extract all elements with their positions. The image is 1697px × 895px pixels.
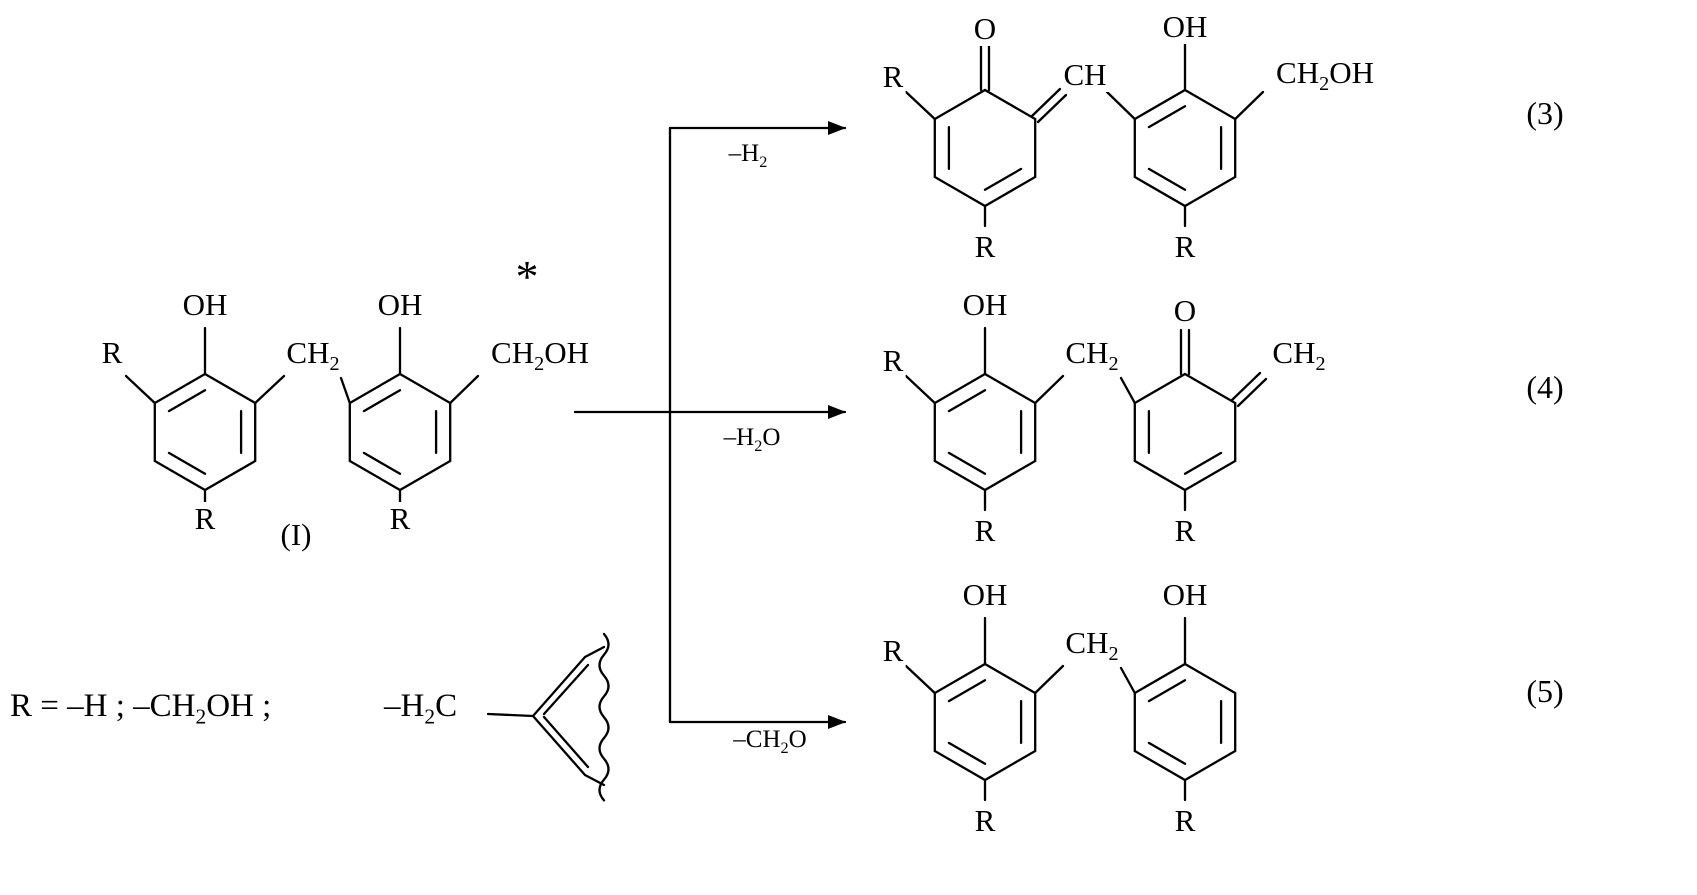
product-3-bonds (904, 42, 1265, 228)
product5-oh-right-label: OH (1160, 577, 1210, 613)
product4-r-bottom-left-label: R (972, 513, 998, 549)
product4-r-left-label: R (880, 343, 906, 379)
legend-ring-fragment (486, 632, 610, 802)
legend-h2c-text: –H2C (382, 688, 460, 729)
reactant-ch2oh-label: CH2OH (489, 335, 591, 376)
reactant-structure-bonds (124, 326, 480, 512)
equation-number-5: (5) (1526, 673, 1564, 709)
product-4-bonds (904, 326, 1268, 512)
product4-ch2-exo-label: CH2 (1270, 335, 1328, 376)
product3-r-bottom-right-label: R (1172, 229, 1198, 265)
reactant-ch2-bridge-label: CH2 (284, 335, 342, 376)
reactant-r-bottom-right-label: R (387, 501, 413, 537)
product3-ch2oh-label: CH2OH (1274, 55, 1376, 96)
product3-r-left-label: R (880, 59, 906, 95)
product5-r-left-label: R (880, 633, 906, 669)
asterisk-mark: * (515, 251, 539, 302)
condition-minus-h2: –H2 (726, 140, 770, 171)
reactant-oh-right-label: OH (375, 287, 425, 323)
condition-minus-ch2o: –CH2O (731, 726, 809, 757)
reactant-oh-left-label: OH (180, 287, 230, 323)
reactant-r-left-label: R (99, 335, 125, 371)
product3-ch-bridge-label: CH (1061, 57, 1109, 93)
equation-number-4: (4) (1526, 369, 1564, 405)
reaction-arrows (573, 121, 847, 729)
wavy-bond (598, 632, 610, 802)
product-5-bonds (904, 616, 1237, 802)
product3-r-bottom-left-label: R (972, 229, 998, 265)
product5-r-bottom-right-label: R (1172, 803, 1198, 839)
reactant-name-label: (I) (278, 517, 314, 553)
product4-o-label: O (1171, 293, 1199, 329)
product5-ch2-bridge-label: CH2 (1063, 625, 1121, 666)
product5-r-bottom-left-label: R (972, 803, 998, 839)
product5-oh-left-label: OH (960, 577, 1010, 613)
reactant-r-bottom-left-label: R (192, 501, 218, 537)
product3-o-label: O (971, 11, 999, 47)
legend-r-definition-text: R = –H ; –CH2OH ; (8, 688, 274, 729)
product4-r-bottom-right-label: R (1172, 513, 1198, 549)
equation-number-3: (3) (1526, 95, 1564, 131)
product4-oh-label: OH (960, 287, 1010, 323)
condition-minus-h2o: –H2O (721, 424, 783, 455)
product3-oh-label: OH (1160, 9, 1210, 45)
product4-ch2-bridge-label: CH2 (1063, 335, 1121, 376)
